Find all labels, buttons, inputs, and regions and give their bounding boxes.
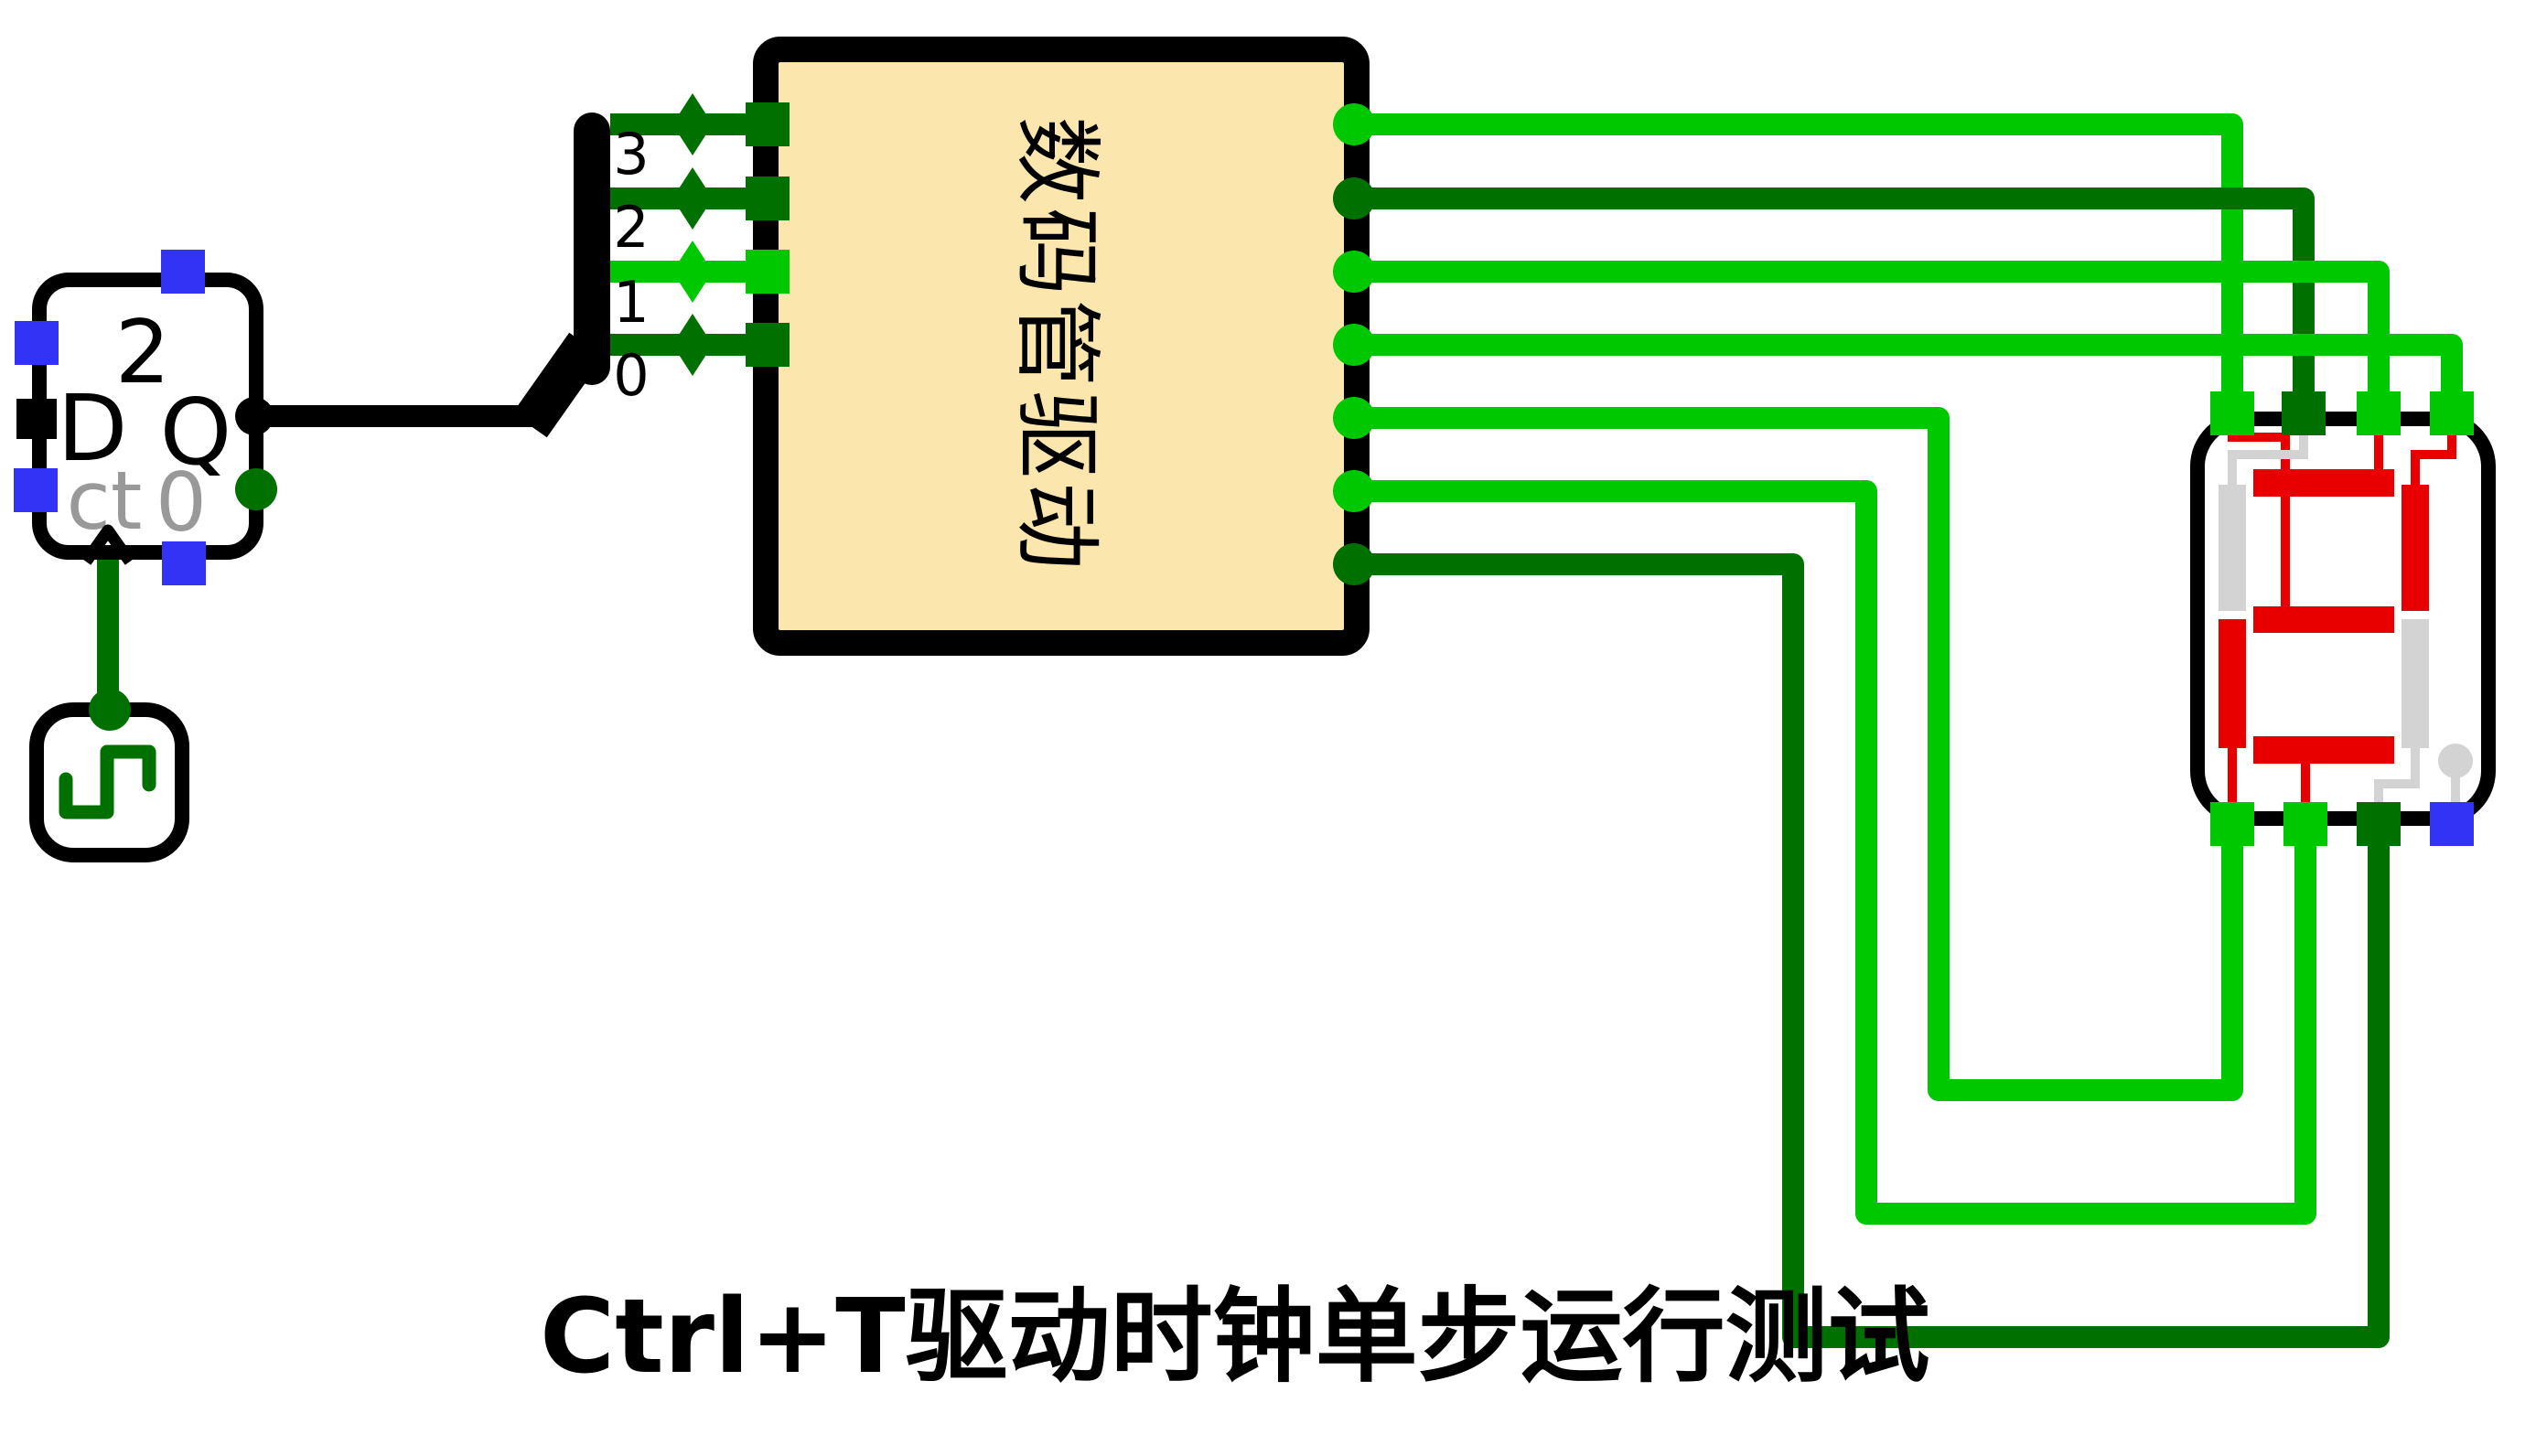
driver-output-dot-7[interactable]: [1333, 543, 1375, 585]
splitter-bit2-label: 2: [613, 194, 649, 261]
canvas-caption: Ctrl+T驱动时钟单步运行测试: [540, 1278, 1930, 1397]
wires: [97, 113, 2463, 1348]
display-pin-top-4[interactable]: [2430, 391, 2474, 435]
register-pin-side-upper[interactable]: [15, 321, 59, 365]
splitter-bar[interactable]: [574, 112, 610, 385]
register-bit-width: 2: [115, 303, 170, 403]
segment-wire-6[interactable]: [1363, 480, 2316, 1225]
trace-seg-c: [2374, 748, 2420, 802]
register-pin-bottom[interactable]: [162, 541, 206, 585]
driver-output-dot-3[interactable]: [1333, 251, 1375, 293]
splitter-bit3-label: 3: [613, 121, 649, 187]
clock-component[interactable]: [29, 689, 189, 862]
segment-wire-1[interactable]: [1363, 113, 2243, 407]
segment-wire-4[interactable]: [1363, 334, 2463, 407]
segment-b: [2401, 485, 2429, 611]
seven-segment-display[interactable]: [2190, 391, 2496, 846]
segment-d: [2253, 736, 2394, 764]
register-q-output-dot[interactable]: [235, 397, 274, 435]
segment-wire-5[interactable]: [1363, 407, 2243, 1101]
driver-input-pin-bit3[interactable]: [746, 102, 790, 146]
register-pin-side-lower[interactable]: [14, 468, 58, 512]
display-pin-top-1[interactable]: [2210, 391, 2254, 435]
segment-dp: [2438, 744, 2473, 778]
segment-e: [2219, 619, 2246, 748]
driver-input-pin-bit0[interactable]: [746, 323, 790, 367]
segment-c: [2401, 619, 2429, 748]
segment-g: [2253, 606, 2394, 633]
display-pin-top-2[interactable]: [2282, 391, 2326, 435]
display-pin-bottom-2[interactable]: [2283, 802, 2327, 846]
driver-input-pin-bit2[interactable]: [746, 177, 790, 220]
register-aux-output-dot[interactable]: [235, 468, 277, 510]
register-d-label: D: [57, 375, 127, 482]
bus-splitter[interactable]: 3 2 1 0: [574, 93, 713, 409]
register-pin-top[interactable]: [161, 250, 205, 294]
splitter-bit0-label: 0: [613, 342, 649, 409]
display-pin-bottom-1[interactable]: [2210, 802, 2254, 846]
segment-wire-7[interactable]: [1363, 553, 2390, 1348]
segment-f: [2219, 485, 2246, 611]
register-value: 0: [156, 455, 207, 550]
segment-driver-label: 数码管驱动: [1005, 116, 1108, 573]
register-q-label: Q: [160, 379, 232, 486]
display-pin-bottom-3[interactable]: [2357, 802, 2401, 846]
splitter-bit1-label: 1: [613, 269, 649, 336]
clock-output-dot[interactable]: [89, 689, 131, 731]
clock-waveform-icon: [59, 744, 156, 819]
display-pin-bottom-4[interactable]: [2430, 802, 2474, 846]
segment-driver-component[interactable]: 数码管驱动: [746, 37, 1375, 656]
splitter-diamond-bit1: [672, 241, 713, 303]
segment-wire-3[interactable]: [1363, 261, 2390, 407]
driver-output-dot-4[interactable]: [1333, 324, 1375, 366]
driver-input-pin-bit1[interactable]: [746, 250, 790, 294]
splitter-diamond-bit0: [672, 314, 713, 376]
splitter-diamond-bit2: [672, 167, 713, 230]
driver-output-dot-2[interactable]: [1333, 177, 1375, 219]
segment-wire-2[interactable]: [1363, 187, 2315, 407]
trace-seg-f: [2228, 432, 2308, 485]
display-pin-top-3[interactable]: [2357, 391, 2401, 435]
register-pin-d-input[interactable]: [16, 399, 57, 439]
register-component[interactable]: 2 D Q ct 0: [14, 250, 277, 585]
clock-edge-icon: [81, 524, 135, 565]
driver-output-dot-5[interactable]: [1333, 397, 1375, 439]
trace-seg-b: [2411, 432, 2456, 485]
segment-a: [2253, 469, 2394, 497]
driver-output-dot-1[interactable]: [1333, 103, 1375, 145]
driver-output-dot-6[interactable]: [1333, 470, 1375, 512]
splitter-diamond-bit3: [672, 93, 713, 155]
